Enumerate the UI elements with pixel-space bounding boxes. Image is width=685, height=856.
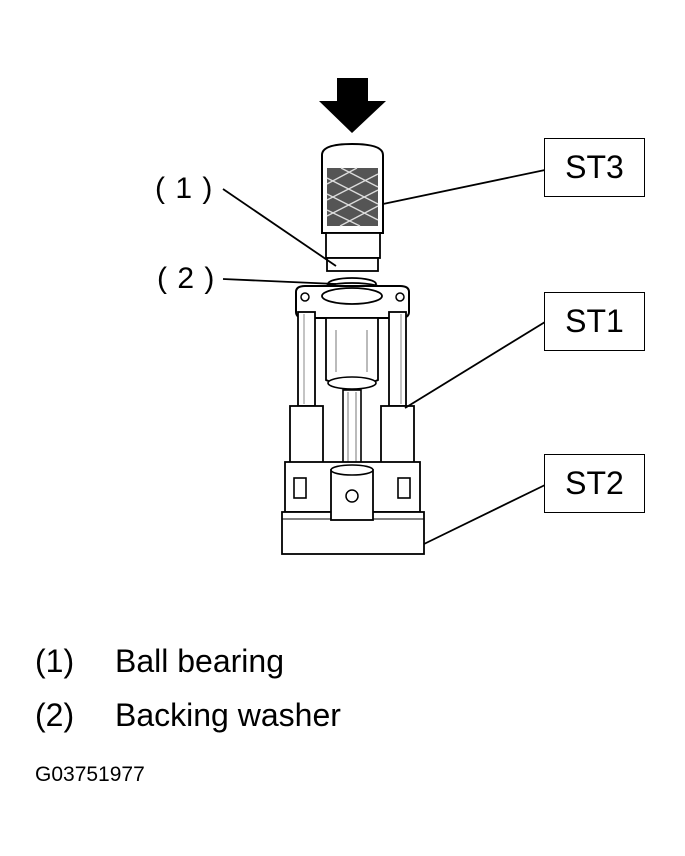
legend-number: (1)	[35, 643, 75, 679]
figure-id: G03751977	[35, 763, 145, 786]
press-arrow	[319, 78, 386, 133]
tool-label-st1: ST1	[544, 292, 645, 351]
legend-text: Ball bearing	[115, 643, 284, 679]
st1-frame	[295, 285, 410, 469]
st2-base	[281, 405, 425, 555]
callout-1-label: ( 1 )	[155, 172, 214, 205]
st3-drift	[321, 142, 384, 272]
tool-label-st3: ST3	[544, 138, 645, 197]
legend-number: (2)	[35, 697, 75, 733]
leader-lines	[222, 169, 546, 545]
legend-text: Backing washer	[115, 697, 341, 733]
callout-2-label: ( 2 )	[157, 262, 216, 295]
tool-label-st2: ST2	[544, 454, 645, 513]
